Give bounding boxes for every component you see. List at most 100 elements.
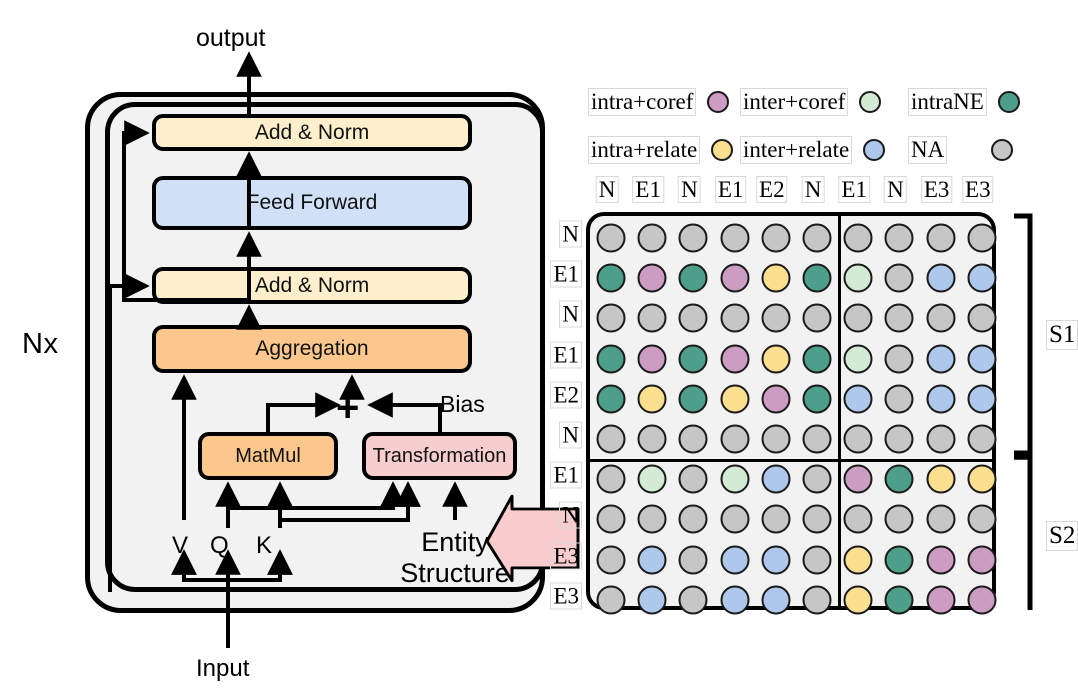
matrix-cell[interactable]: [637, 464, 667, 494]
matrix-cell[interactable]: [967, 384, 997, 414]
block-feed-forward[interactable]: Feed Forward: [152, 176, 472, 230]
matrix-cell[interactable]: [637, 223, 667, 253]
matrix-cell[interactable]: [884, 303, 914, 333]
matrix-cell[interactable]: [843, 464, 873, 494]
matrix-cell[interactable]: [720, 303, 750, 333]
matrix-cell[interactable]: [926, 303, 956, 333]
matrix-cell[interactable]: [884, 585, 914, 615]
block-matmul[interactable]: MatMul: [198, 432, 338, 480]
legend-item-inter-relate[interactable]: inter+relate: [740, 136, 908, 164]
matrix-cell[interactable]: [884, 263, 914, 293]
matrix-cell[interactable]: [761, 384, 791, 414]
matrix-cell[interactable]: [884, 344, 914, 374]
legend-item-inter-coref[interactable]: inter+coref: [740, 88, 908, 116]
matrix-cell[interactable]: [720, 464, 750, 494]
legend-item-intra-coref[interactable]: intra+coref: [588, 88, 740, 116]
matrix-cell[interactable]: [596, 384, 626, 414]
matrix-cell[interactable]: [720, 344, 750, 374]
matrix-cell[interactable]: [637, 585, 667, 615]
matrix-cell[interactable]: [967, 424, 997, 454]
matrix-cell[interactable]: [802, 303, 832, 333]
matrix-cell[interactable]: [926, 464, 956, 494]
matrix-cell[interactable]: [884, 223, 914, 253]
matrix-cell[interactable]: [843, 545, 873, 575]
matrix-cell[interactable]: [596, 344, 626, 374]
matrix-cell[interactable]: [678, 464, 708, 494]
matrix-cell[interactable]: [596, 303, 626, 333]
legend-item-intrane[interactable]: intraNE: [908, 88, 1020, 116]
matrix-cell[interactable]: [761, 424, 791, 454]
matrix-cell[interactable]: [967, 504, 997, 534]
matrix-cell[interactable]: [761, 545, 791, 575]
matrix-cell[interactable]: [678, 344, 708, 374]
matrix-cell[interactable]: [637, 545, 667, 575]
matrix-cell[interactable]: [637, 263, 667, 293]
matrix-cell[interactable]: [843, 424, 873, 454]
matrix-cell[interactable]: [926, 223, 956, 253]
matrix-cell[interactable]: [967, 545, 997, 575]
matrix-cell[interactable]: [720, 263, 750, 293]
matrix-cell[interactable]: [884, 504, 914, 534]
matrix-cell[interactable]: [843, 384, 873, 414]
matrix-cell[interactable]: [843, 585, 873, 615]
matrix-cell[interactable]: [637, 344, 667, 374]
matrix-cell[interactable]: [802, 344, 832, 374]
legend-item-na[interactable]: NA: [908, 136, 1014, 164]
matrix-cell[interactable]: [678, 585, 708, 615]
matrix-cell[interactable]: [761, 344, 791, 374]
matrix-cell[interactable]: [843, 303, 873, 333]
matrix-cell[interactable]: [596, 585, 626, 615]
matrix-cell[interactable]: [637, 384, 667, 414]
block-add-norm-top[interactable]: Add & Norm: [152, 114, 472, 151]
matrix-cell[interactable]: [802, 223, 832, 253]
matrix-cell[interactable]: [720, 585, 750, 615]
matrix-cell[interactable]: [678, 263, 708, 293]
matrix-cell[interactable]: [678, 303, 708, 333]
matrix-cell[interactable]: [761, 303, 791, 333]
matrix-cell[interactable]: [720, 504, 750, 534]
matrix-cell[interactable]: [678, 223, 708, 253]
matrix-cell[interactable]: [802, 263, 832, 293]
matrix-cell[interactable]: [843, 263, 873, 293]
matrix-cell[interactable]: [678, 545, 708, 575]
matrix-cell[interactable]: [761, 464, 791, 494]
matrix-cell[interactable]: [637, 303, 667, 333]
matrix-cell[interactable]: [926, 263, 956, 293]
matrix-cell[interactable]: [802, 384, 832, 414]
matrix-cell[interactable]: [967, 464, 997, 494]
matrix-cell[interactable]: [596, 424, 626, 454]
matrix-cell[interactable]: [678, 384, 708, 414]
matrix-cell[interactable]: [720, 545, 750, 575]
matrix-cell[interactable]: [967, 263, 997, 293]
matrix-cell[interactable]: [926, 424, 956, 454]
matrix-cell[interactable]: [843, 344, 873, 374]
matrix-cell[interactable]: [843, 223, 873, 253]
matrix-cell[interactable]: [596, 223, 626, 253]
matrix-cell[interactable]: [761, 585, 791, 615]
matrix-cell[interactable]: [802, 464, 832, 494]
matrix-cell[interactable]: [967, 585, 997, 615]
matrix-cell[interactable]: [926, 504, 956, 534]
matrix-cell[interactable]: [802, 424, 832, 454]
matrix-cell[interactable]: [802, 545, 832, 575]
matrix-cell[interactable]: [678, 504, 708, 534]
matrix-cell[interactable]: [967, 303, 997, 333]
matrix-cell[interactable]: [761, 223, 791, 253]
matrix-cell[interactable]: [761, 504, 791, 534]
matrix-cell[interactable]: [926, 384, 956, 414]
matrix-grid[interactable]: [586, 212, 997, 615]
matrix-cell[interactable]: [637, 424, 667, 454]
matrix-cell[interactable]: [926, 344, 956, 374]
block-transformation[interactable]: Transformation: [362, 432, 517, 480]
matrix-cell[interactable]: [596, 504, 626, 534]
matrix-cell[interactable]: [720, 223, 750, 253]
matrix-cell[interactable]: [596, 545, 626, 575]
block-aggregation[interactable]: Aggregation: [152, 325, 472, 373]
matrix-cell[interactable]: [926, 545, 956, 575]
matrix-cell[interactable]: [843, 504, 873, 534]
matrix-cell[interactable]: [802, 504, 832, 534]
matrix-cell[interactable]: [802, 585, 832, 615]
matrix-cell[interactable]: [884, 545, 914, 575]
block-add-norm-bottom[interactable]: Add & Norm: [152, 267, 472, 304]
matrix-cell[interactable]: [884, 384, 914, 414]
